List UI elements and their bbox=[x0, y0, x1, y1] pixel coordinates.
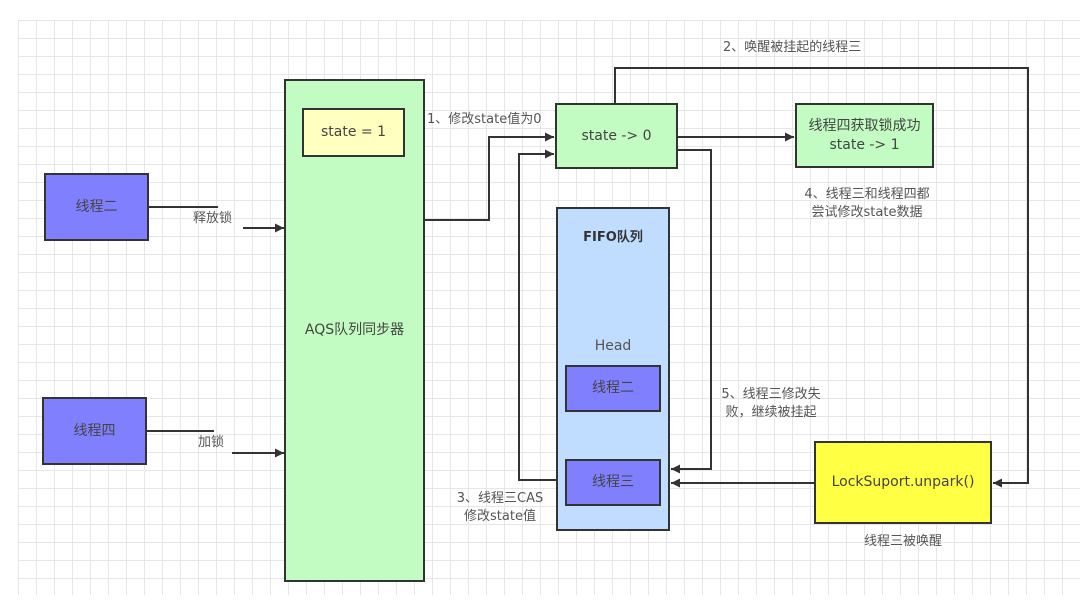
step2-label: 2、唤醒被挂起的线程三 bbox=[723, 40, 862, 55]
step3-line2: 修改state值 bbox=[464, 508, 536, 524]
fifo-queue-title: FIFO队列 bbox=[583, 230, 643, 245]
state-zero-label: state -> 0 bbox=[581, 127, 652, 144]
thread-four-success-node[interactable]: 线程四获取锁成功 state -> 1 bbox=[795, 103, 934, 168]
release-lock-label: 释放锁 bbox=[193, 211, 233, 226]
edge-step2 bbox=[614, 67, 1029, 488]
queue-head-label: Head bbox=[594, 338, 632, 354]
step4-line2: 尝试修改state数据 bbox=[811, 204, 923, 220]
aqs-label: AQS队列同步器 bbox=[304, 322, 405, 339]
lock-support-unpark-node[interactable]: LockSuport.unpark() bbox=[814, 441, 992, 524]
thread-two-node[interactable]: 线程二 bbox=[44, 173, 149, 241]
step5-line1: 5、线程三修改失 bbox=[721, 387, 821, 402]
step4-line1: 4、线程三和线程四都 bbox=[804, 187, 930, 202]
thread-four-node[interactable]: 线程四 bbox=[42, 397, 147, 465]
thread-three-woken-label: 线程三被唤醒 bbox=[863, 534, 942, 549]
step5-label: 5、线程三修改失 败，继续被挂起 bbox=[712, 386, 830, 421]
acquire-lock-label: 加锁 bbox=[198, 435, 225, 450]
step3-line1: 3、线程三CAS bbox=[456, 491, 544, 506]
thread-four-success-line1: 线程四获取锁成功 bbox=[808, 117, 921, 134]
step5-line2: 败，继续被挂起 bbox=[725, 404, 817, 420]
step1-label: 1、修改state值为0 bbox=[427, 112, 542, 127]
queue-thread-two-label: 线程二 bbox=[592, 380, 634, 397]
queue-thread-three-node[interactable]: 线程三 bbox=[565, 459, 661, 506]
queue-thread-two-node[interactable]: 线程二 bbox=[565, 365, 661, 412]
edge-step3 bbox=[518, 149, 556, 481]
thread-two-label: 线程二 bbox=[75, 198, 118, 215]
queue-thread-three-label: 线程三 bbox=[592, 474, 634, 491]
edge-step1 bbox=[424, 132, 554, 221]
step4-label: 4、线程三和线程四都 尝试修改state数据 bbox=[782, 186, 952, 221]
state-zero-node[interactable]: state -> 0 bbox=[555, 103, 678, 169]
state-initial-label: state = 1 bbox=[320, 124, 386, 141]
thread-four-success-line2: state -> 1 bbox=[829, 136, 900, 153]
unpark-label: LockSuport.unpark() bbox=[831, 474, 975, 491]
aqs-synchronizer-node[interactable]: AQS队列同步器 bbox=[284, 79, 425, 582]
state-initial-node[interactable]: state = 1 bbox=[302, 108, 405, 157]
step3-label: 3、线程三CAS 修改state值 bbox=[440, 490, 560, 525]
thread-four-label: 线程四 bbox=[73, 422, 116, 439]
edge-step5 bbox=[671, 149, 712, 474]
